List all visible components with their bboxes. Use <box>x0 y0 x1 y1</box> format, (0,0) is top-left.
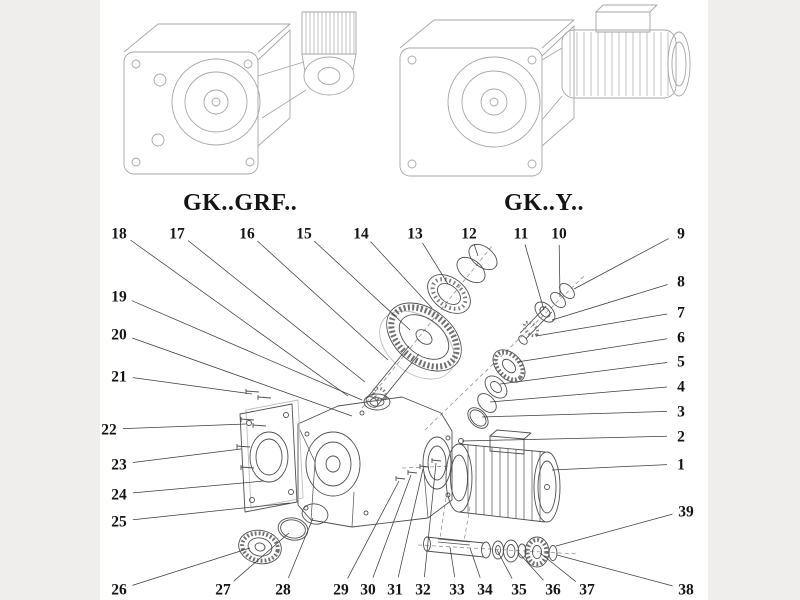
leader-line-38 <box>556 554 673 587</box>
leader-line-2 <box>461 435 668 442</box>
leader-line-7 <box>535 313 668 337</box>
part-number-5: 5 <box>677 354 685 371</box>
exploded-flange-plate <box>239 399 304 513</box>
part-number-3: 3 <box>677 404 685 421</box>
part-number-28: 28 <box>275 582 291 599</box>
leader-line-29 <box>347 480 400 579</box>
axis-centerlines <box>361 245 585 555</box>
leader-line-12 <box>473 244 479 257</box>
leader-line-32 <box>424 462 437 578</box>
part-number-8: 8 <box>677 274 685 291</box>
model-label-grf: GK..GRF.. <box>183 190 298 216</box>
leader-line-5 <box>499 362 668 385</box>
part-number-37: 37 <box>579 582 595 599</box>
leader-line-18 <box>130 239 349 397</box>
part-number-23: 23 <box>111 457 127 474</box>
gearbox-y-illustration <box>399 4 691 177</box>
part-number-36: 36 <box>545 582 561 599</box>
part-number-4: 4 <box>677 379 685 396</box>
part-number-25: 25 <box>111 514 127 531</box>
leader-line-24 <box>132 480 265 494</box>
leader-line-31 <box>397 468 424 578</box>
part-number-11: 11 <box>514 226 529 243</box>
gearbox-grf-illustration <box>123 11 357 175</box>
part-number-14: 14 <box>353 226 369 243</box>
leader-line-37 <box>539 552 577 582</box>
part-number-22: 22 <box>101 422 117 439</box>
part-number-33: 33 <box>449 582 465 599</box>
part-number-31: 31 <box>387 582 403 599</box>
exploded-input-stack <box>467 283 575 429</box>
exploded-gear-stack <box>365 243 498 408</box>
exploded-output-shaft-assembly <box>423 536 558 568</box>
diagram-canvas <box>100 0 708 600</box>
leader-line-33 <box>449 546 456 578</box>
leader-line-13 <box>422 242 449 285</box>
part-number-16: 16 <box>239 226 255 243</box>
leader-line-22 <box>122 423 247 429</box>
leader-line-19 <box>131 300 363 401</box>
part-number-34: 34 <box>477 582 493 599</box>
part-number-18: 18 <box>111 226 127 243</box>
leader-line-17 <box>187 240 366 383</box>
part-number-1: 1 <box>677 457 685 474</box>
leader-line-4 <box>489 386 668 403</box>
part-number-29: 29 <box>333 582 349 599</box>
exploded-motor <box>445 429 561 523</box>
exploded-gear-ring-group <box>238 503 329 565</box>
leader-line-16 <box>257 240 389 361</box>
exploded-view-illustration <box>236 243 585 568</box>
part-number-21: 21 <box>111 369 127 386</box>
part-number-9: 9 <box>677 226 685 243</box>
leader-line-15 <box>314 240 411 331</box>
part-number-26: 26 <box>111 582 127 599</box>
leader-line-1 <box>551 464 668 471</box>
leader-line-21 <box>132 377 253 395</box>
grf-servo-adapter <box>301 11 357 96</box>
part-number-39: 39 <box>678 504 694 521</box>
exploded-housing <box>297 393 453 528</box>
part-number-15: 15 <box>296 226 312 243</box>
leader-line-30 <box>372 474 412 578</box>
part-number-10: 10 <box>551 226 567 243</box>
y-motor <box>561 4 691 99</box>
leader-line-34 <box>469 547 481 578</box>
part-number-2: 2 <box>677 429 685 446</box>
leader-line-11 <box>524 244 545 311</box>
part-number-24: 24 <box>111 487 127 504</box>
leader-line-28 <box>288 517 314 579</box>
leader-line-14 <box>370 241 433 309</box>
part-number-35: 35 <box>511 582 527 599</box>
exploded-bolts-motor-flange <box>395 438 464 481</box>
part-number-27: 27 <box>215 582 231 599</box>
part-number-7: 7 <box>677 305 685 322</box>
leader-line-9 <box>573 238 669 290</box>
part-number-19: 19 <box>111 289 127 306</box>
leader-line-8 <box>551 284 668 321</box>
part-number-13: 13 <box>407 226 423 243</box>
part-number-20: 20 <box>111 327 127 344</box>
leader-line-6 <box>516 338 668 363</box>
leader-line-39 <box>555 513 673 547</box>
leader-line-27 <box>233 532 290 582</box>
leader-line-23 <box>132 448 242 463</box>
leader-line-20 <box>132 337 353 417</box>
part-number-6: 6 <box>677 330 685 347</box>
leader-line-10 <box>558 244 561 298</box>
exploded-bolts-left <box>236 389 272 470</box>
leader-line-26 <box>132 547 251 586</box>
part-number-12: 12 <box>461 226 477 243</box>
leader-line-25 <box>132 502 291 521</box>
part-number-17: 17 <box>169 226 185 243</box>
leader-line-35 <box>496 549 513 579</box>
part-number-38: 38 <box>678 582 694 599</box>
leader-line-36 <box>517 551 544 581</box>
part-number-32: 32 <box>415 582 431 599</box>
part-number-30: 30 <box>360 582 376 599</box>
model-label-y: GK..Y.. <box>504 190 584 216</box>
leader-line-3 <box>481 411 668 418</box>
